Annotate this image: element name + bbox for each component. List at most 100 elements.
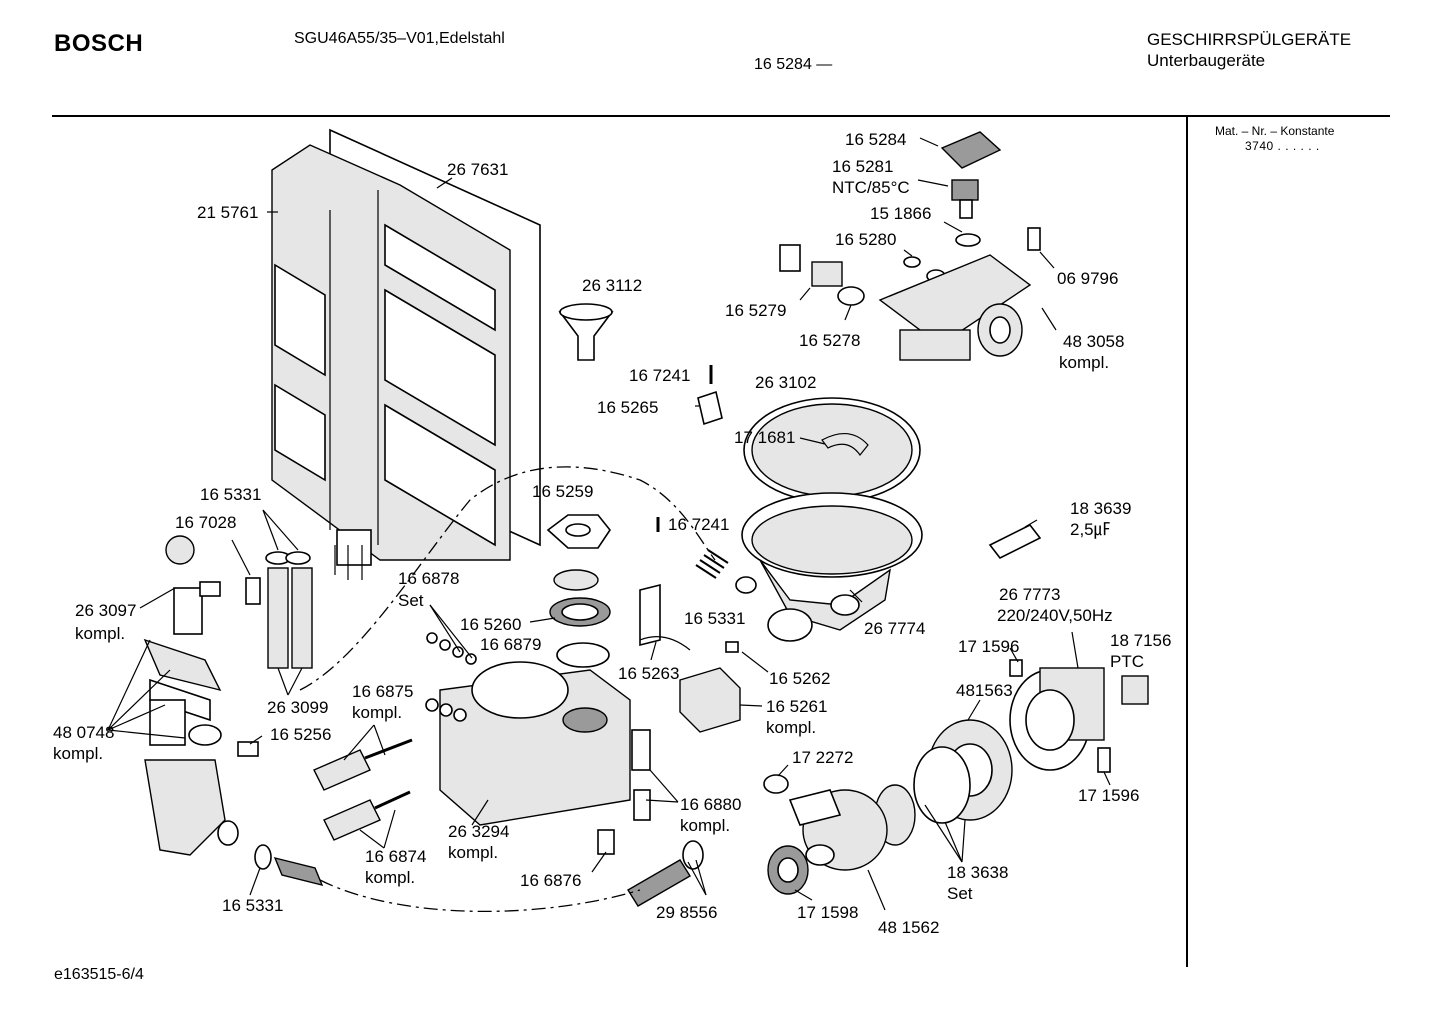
part-165331-ring-bottom [254, 844, 272, 870]
label-171596-lower: 17 1596 [1078, 786, 1139, 805]
part-183639-capacitor [988, 523, 1042, 560]
label-motor-voltage: 220/240V,50Hz [997, 606, 1113, 625]
label-151866: 15 1866 [870, 204, 931, 223]
part-171596-clip-upper [1009, 659, 1023, 677]
label-267774: 26 7774 [864, 619, 925, 638]
label-165256: 16 5256 [270, 725, 331, 744]
label-166875: 16 6875 [352, 682, 413, 701]
label-171598: 17 1598 [797, 903, 858, 922]
label-165280: 16 5280 [835, 230, 896, 249]
brand-logo: BOSCH [54, 30, 144, 57]
part-167028-clip [245, 577, 261, 605]
label-481563: 481563 [956, 681, 1013, 700]
label-263097: 26 3097 [75, 601, 136, 620]
appliance-subcategory: Unterbaugeräte [1147, 51, 1266, 70]
appliance-category: GESCHIRRSPÜLGERÄTE [1147, 30, 1352, 49]
part-172272-clamp [763, 774, 789, 794]
part-215761-water-tank [271, 144, 511, 580]
part-263099-spring-hoses [267, 567, 313, 669]
label-165261: 16 5261 [766, 697, 827, 716]
part-166874-valve-lower [323, 790, 411, 841]
label-166878-set: Set [398, 591, 424, 610]
label-263294-kompl: kompl. [448, 843, 498, 862]
label-166874-kompl: kompl. [365, 868, 415, 887]
part-481562-pump-housing [788, 789, 888, 871]
part-165278-o-ring [837, 286, 865, 306]
part-166875-valve-upper [313, 738, 413, 791]
label-483058-kompl: kompl. [1059, 353, 1109, 372]
label-480748: 48 0748 [53, 723, 114, 742]
label-167028: 16 7028 [175, 513, 236, 532]
label-165259: 16 5259 [532, 482, 593, 501]
part-483058-flow-heater [878, 254, 1032, 361]
part-267773-motor [1009, 667, 1105, 771]
model-title: SGU46A55/35–V01,Edelstahl [294, 30, 505, 47]
label-263097-kompl: kompl. [75, 624, 125, 643]
part-labels: 26 7631 21 5761 26 3112 16 5284 16 5281 … [53, 130, 1171, 937]
label-166880-kompl: kompl. [680, 816, 730, 835]
label-165265: 16 5265 [597, 398, 658, 417]
label-165284: 16 5284 [845, 130, 906, 149]
part-165331-rings-left [265, 551, 311, 565]
label-166880: 16 6880 [680, 795, 741, 814]
part-166879-ring [549, 597, 611, 627]
label-187156: 18 7156 [1110, 631, 1171, 650]
label-166879: 16 6879 [480, 635, 541, 654]
part-165261-valve [679, 667, 741, 733]
label-166875-kompl: kompl. [352, 703, 402, 722]
label-481562: 48 1562 [878, 918, 939, 937]
label-480748-kompl: kompl. [53, 744, 103, 763]
label-215761: 21 5761 [197, 203, 258, 222]
label-183638: 18 3638 [947, 863, 1008, 882]
part-165263-bracket [639, 583, 691, 651]
header-part-ref: 16 5284 — [754, 56, 833, 73]
label-165261-kompl: kompl. [766, 718, 816, 737]
part-263102-seal-ring [743, 397, 921, 503]
label-171596-upper: 17 1596 [958, 637, 1019, 656]
label-ptc: PTC [1110, 652, 1144, 671]
label-263099: 26 3099 [267, 698, 328, 717]
label-263294: 26 3294 [448, 822, 509, 841]
label-165281: 16 5281 [832, 157, 893, 176]
label-165262: 16 5262 [769, 669, 830, 688]
part-267774-pump-sump [741, 492, 923, 642]
part-183638-impeller-set [874, 746, 971, 846]
header-divider [52, 115, 1390, 117]
label-165260: 16 5260 [460, 615, 521, 634]
label-267631: 26 7631 [447, 160, 508, 179]
part-171598-seal [767, 845, 809, 895]
part-165279-sensor [779, 244, 843, 287]
label-263112: 26 3112 [582, 276, 642, 295]
part-187156-ptc [1121, 675, 1149, 705]
part-165260-ring [553, 569, 599, 591]
label-267773: 26 7773 [999, 585, 1060, 604]
label-167241-upper: 16 7241 [629, 366, 690, 385]
part-hose-bottom-left [273, 856, 324, 887]
part-171681-clip [821, 433, 869, 456]
label-166874: 16 6874 [365, 847, 426, 866]
mat-nr-value: 3740 . . . . . . [1245, 139, 1320, 153]
label-183638-set: Set [947, 884, 973, 903]
label-167241-lower: 16 7241 [668, 515, 729, 534]
drawing-code: e163515-6/4 [54, 966, 144, 983]
label-263102: 26 3102 [755, 373, 816, 392]
water-path-upper [299, 466, 716, 691]
part-263112-funnel [558, 303, 614, 361]
label-165279: 16 5279 [725, 301, 786, 320]
label-183639: 18 3639 [1070, 499, 1131, 518]
part-151866-seal [955, 233, 981, 247]
part-298556-hose [627, 840, 704, 907]
part-069796-clip [1027, 227, 1041, 251]
part-spring-hose-right [695, 549, 729, 579]
label-483058: 48 3058 [1063, 332, 1124, 351]
part-165331-hose-clamp-right [735, 576, 757, 594]
label-166876: 16 6876 [520, 871, 581, 890]
leader-lines [107, 137, 1111, 911]
part-480748-assembly [143, 638, 239, 856]
label-165278: 16 5278 [799, 331, 860, 350]
label-172272: 17 2272 [792, 748, 853, 767]
part-165259-nut [546, 514, 611, 549]
part-171596-clip-lower [1097, 747, 1111, 773]
part-165256-clip [237, 741, 259, 757]
part-263097-pump-assembly [165, 535, 221, 635]
